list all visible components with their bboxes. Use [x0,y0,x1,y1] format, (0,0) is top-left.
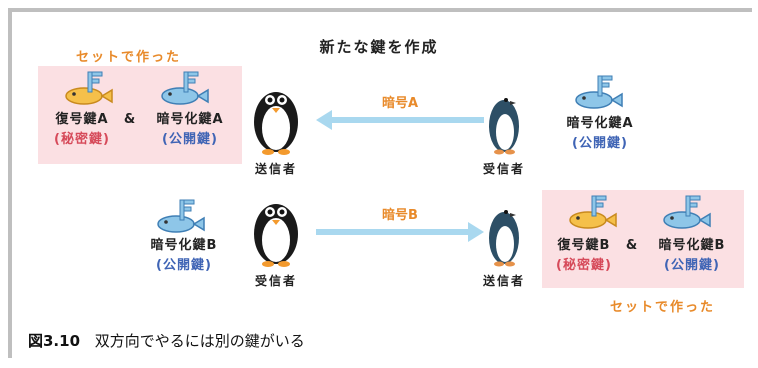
figure-caption-text: 双方向でやるには別の鍵がいる [94,332,305,350]
bottom-right-key1-label: 復号鍵B (秘密鍵) [546,236,622,276]
figure-frame [8,8,752,358]
key-kind: (公開鍵) [156,258,212,273]
key-kind: (秘密鍵) [54,132,110,147]
bottom-right-key2-label: 暗号化鍵B (公開鍵) [644,236,740,276]
top-strip [0,0,758,8]
key-name: 暗号化鍵A [566,116,634,131]
key-kind: (公開鍵) [162,132,218,147]
bottom-receiver-label: 受信者 [254,274,297,288]
bottom-sender-label: 送信者 [482,274,525,288]
bottom-right-key-box [542,190,744,288]
bottom-amp: & [625,238,639,253]
key-kind: (秘密鍵) [556,258,612,273]
bottom-arrow-label: 暗号B [382,208,418,223]
public-key-icon [575,75,623,109]
penguin-sender-top-icon [254,92,298,155]
penguin-receiver-top-icon [489,98,519,155]
bottom-right-note: セットで作った [610,300,716,315]
secret-key-icon [569,195,617,229]
top-left-key1-label: 復号鍵A (秘密鍵) [44,110,120,150]
figure-number: 図3.10 [28,332,81,350]
figure-caption: 図3.10 双方向でやるには別の鍵がいる [28,330,305,351]
top-sender-label: 送信者 [254,162,297,176]
public-key-icon [161,71,209,105]
top-amp: & [123,112,137,127]
penguin-sender-bottom-icon [489,210,519,267]
secret-key-icon [65,71,113,105]
arrow-left [316,110,484,130]
penguin-receiver-bottom-icon [254,204,298,267]
key-name: 暗号化鍵B [150,238,218,253]
top-left-note: セットで作った [76,50,182,65]
arrow-right [316,222,484,242]
diagram-title: 新たな鍵を作成 [319,38,439,56]
key-name: 復号鍵B [557,238,611,253]
top-arrow-label: 暗号A [381,96,419,111]
key-kind: (公開鍵) [572,136,628,151]
key-kind: (公開鍵) [664,258,720,273]
public-key-icon [157,199,205,233]
top-receiver-label: 受信者 [482,162,525,176]
key-name: 復号鍵A [55,112,109,127]
top-right-key-label: 暗号化鍵A (公開鍵) [550,114,650,154]
public-key-icon [663,195,711,229]
key-name: 暗号化鍵A [156,112,224,127]
top-left-key2-label: 暗号化鍵A (公開鍵) [142,110,238,150]
key-name: 暗号化鍵B [658,238,726,253]
top-left-key-box [38,66,242,164]
bottom-left-key-label: 暗号化鍵B (公開鍵) [136,236,232,276]
